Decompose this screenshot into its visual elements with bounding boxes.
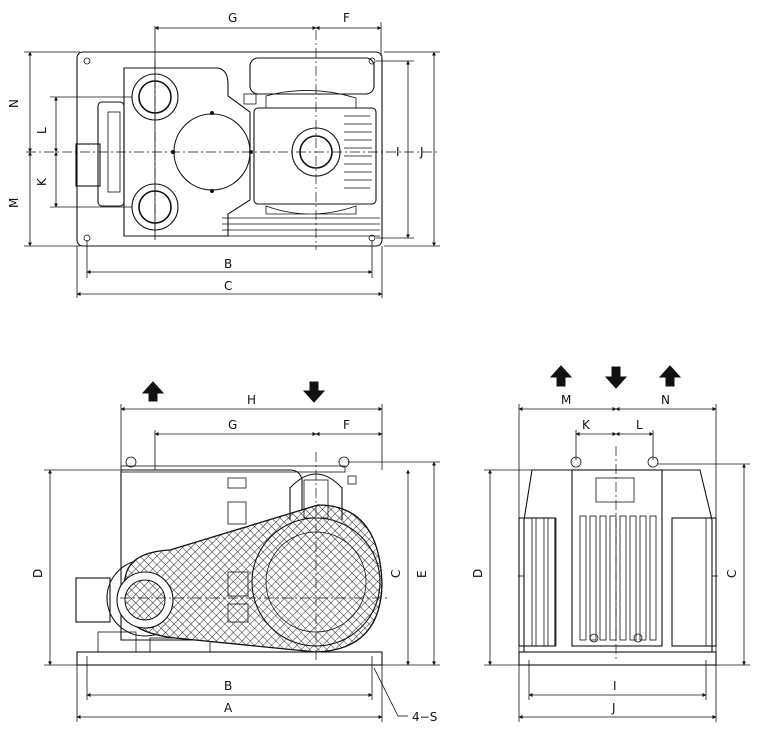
- motor-shaft-end: [75, 143, 101, 187]
- belt-guard-mesh: [119, 504, 383, 653]
- leader-line: [373, 667, 399, 717]
- dim-label-K: K: [582, 418, 591, 432]
- dim-label-G: G: [228, 11, 237, 25]
- dim-label-D: D: [31, 569, 45, 578]
- dim-label-L: L: [35, 127, 49, 134]
- dim-label-K: K: [35, 177, 49, 186]
- mount-hole: [83, 57, 91, 65]
- belt-guard-top: [249, 57, 375, 95]
- up-arrow: [658, 365, 682, 387]
- pump-center-block: [571, 469, 663, 647]
- dim-label-H: H: [247, 393, 256, 407]
- dim-label-F: F: [343, 11, 350, 25]
- window: [227, 571, 249, 597]
- top-view: G F B C N M L K I J: [7, 11, 440, 298]
- mount-hole: [368, 57, 376, 65]
- pulley-rim-top: [265, 90, 357, 109]
- cooling-fins: [344, 115, 372, 189]
- dim-label-B: B: [224, 679, 232, 693]
- front-base: [76, 651, 383, 666]
- drain-plug: [589, 633, 599, 643]
- nameplate: [595, 477, 635, 503]
- bolt: [210, 111, 214, 115]
- dim-label-I: I: [396, 145, 400, 159]
- dim-label-F: F: [343, 418, 350, 432]
- dim-label-D: D: [471, 569, 485, 578]
- motor-end-cap: [75, 577, 111, 623]
- fitting: [347, 475, 357, 485]
- lifting-eye: [338, 456, 350, 468]
- bracket: [243, 93, 257, 105]
- pulley-rim-bottom: [265, 205, 357, 215]
- side-base: [518, 651, 717, 666]
- down-arrow: [604, 366, 628, 389]
- up-arrow: [141, 381, 165, 402]
- window: [227, 603, 249, 623]
- cooling-fins: [579, 515, 657, 641]
- side-body: [523, 469, 713, 653]
- dim-label-M: M: [7, 198, 21, 208]
- pulley-groove: [523, 517, 533, 647]
- drain-plug: [633, 633, 643, 643]
- up-arrow: [549, 365, 573, 387]
- window: [227, 501, 247, 525]
- pulley-groove: [535, 517, 545, 647]
- dim-label-A: A: [224, 701, 233, 715]
- dim-label-4-s: 4−S: [412, 710, 437, 724]
- dim-label-I: I: [613, 679, 617, 693]
- side-view: M N K L D C I J: [471, 365, 750, 722]
- dim-label-C: C: [389, 570, 403, 578]
- pulley-groove: [547, 517, 557, 647]
- pump-casing-top: [123, 67, 251, 237]
- bolt: [210, 189, 214, 193]
- lifting-eye: [125, 456, 137, 468]
- window: [227, 477, 247, 489]
- front-view: H G F D C E B A 4−S: [31, 381, 440, 724]
- dim-label-L: L: [636, 418, 643, 432]
- dim-label-M: M: [561, 393, 571, 407]
- dim-label-C: C: [725, 570, 739, 578]
- dim-label-C: C: [224, 279, 232, 293]
- top-base-plate: [76, 51, 383, 247]
- down-arrow: [302, 381, 326, 403]
- dim-label-N: N: [7, 99, 21, 108]
- right-motor-face: [671, 517, 717, 647]
- motor-foot: [97, 631, 137, 653]
- dim-label-E: E: [415, 570, 429, 578]
- dim-label-B: B: [224, 257, 232, 271]
- small-pulley-hub: [124, 579, 166, 621]
- dim-label-J: J: [611, 701, 616, 715]
- dim-label-N: N: [661, 393, 670, 407]
- dim-label-G: G: [228, 418, 237, 432]
- dim-label-J: J: [419, 145, 424, 159]
